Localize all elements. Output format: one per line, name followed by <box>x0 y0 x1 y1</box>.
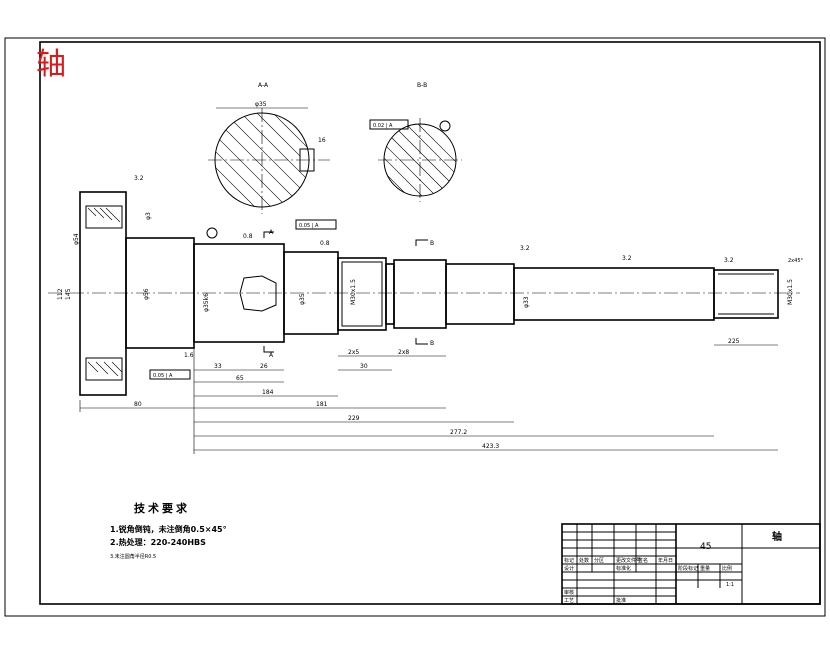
svg-text:工艺: 工艺 <box>564 598 574 604</box>
svg-text:145: 145 <box>65 288 72 300</box>
svg-text:1.6: 1.6 <box>184 352 194 359</box>
keyway-slot <box>239 275 277 312</box>
svg-text:229: 229 <box>348 415 360 422</box>
svg-text:B: B <box>430 340 434 347</box>
material: 45 <box>700 542 711 552</box>
svg-text:112: 112 <box>57 288 64 300</box>
shaft-elevation: 145 112 φ54 φ3 φ56 φ35k6 φ35 M30x1.5 φ33… <box>48 175 804 454</box>
tol-frame-2 <box>149 369 191 380</box>
note-3: 3.未注圆角半径R0.5 <box>110 553 156 560</box>
svg-text:30: 30 <box>360 363 368 370</box>
svg-text:设计: 设计 <box>564 565 574 572</box>
title-block: 45 轴 阶段标记 重量 比例 1:1 标记 处数 分区 更改文件号 签名 年月… <box>561 523 821 605</box>
svg-text:M30x1.5: M30x1.5 <box>350 279 357 305</box>
corner-title: 轴 <box>36 47 66 82</box>
svg-text:3.2: 3.2 <box>724 257 734 264</box>
svg-text:3.2: 3.2 <box>134 175 144 182</box>
svg-text:26: 26 <box>260 363 268 370</box>
svg-text:φ54: φ54 <box>73 233 80 245</box>
svg-text:标记: 标记 <box>564 557 574 564</box>
notes-title: 技术要求 <box>134 501 190 515</box>
svg-text:处数: 处数 <box>579 557 589 564</box>
svg-text:181: 181 <box>316 401 328 408</box>
technical-notes: 技术要求 1.锐角倒钝，未注倒角0.5×45° 2.热处理：220-240HBS… <box>110 501 227 560</box>
svg-text:0.02 | A: 0.02 | A <box>373 123 393 129</box>
segment-7 <box>513 267 715 321</box>
svg-text:277.2: 277.2 <box>450 429 467 436</box>
note-2: 2.热处理：220-240HBS <box>110 537 206 547</box>
svg-text:重量: 重量 <box>700 565 710 572</box>
section-b-b: B-B 0.02 | A <box>369 82 462 202</box>
svg-text:3.2: 3.2 <box>520 245 530 252</box>
tol-frame-1 <box>295 219 337 230</box>
svg-text:184: 184 <box>262 389 274 396</box>
svg-text:分区: 分区 <box>594 557 604 564</box>
svg-text:2x5: 2x5 <box>348 349 359 356</box>
svg-text:423.3: 423.3 <box>482 443 499 450</box>
svg-text:M30x1.5: M30x1.5 <box>787 279 794 305</box>
section-a-label: A-A <box>258 82 269 89</box>
part-name: 轴 <box>772 530 782 543</box>
segment-4 <box>337 257 387 331</box>
svg-text:φ35: φ35 <box>299 293 306 305</box>
dim-16: 16 <box>318 137 326 144</box>
svg-text:0.8: 0.8 <box>243 233 253 240</box>
inner-frame <box>39 41 821 605</box>
svg-text:φ35k6: φ35k6 <box>203 293 210 312</box>
svg-text:225: 225 <box>728 338 740 345</box>
outer-border <box>4 37 826 617</box>
svg-text:年月日: 年月日 <box>658 557 673 564</box>
segment-6 <box>445 263 515 325</box>
svg-text:标准化: 标准化 <box>616 565 631 572</box>
svg-text:φ3: φ3 <box>145 212 152 220</box>
dim-phi35: φ35 <box>255 101 267 108</box>
svg-text:3.2: 3.2 <box>622 255 632 262</box>
svg-text:批准: 批准 <box>616 597 626 604</box>
svg-text:审核: 审核 <box>564 589 574 596</box>
svg-text:比例: 比例 <box>722 565 732 572</box>
svg-text:2x8: 2x8 <box>398 349 409 356</box>
svg-text:签名: 签名 <box>638 557 648 564</box>
svg-text:B: B <box>430 240 434 247</box>
scale: 1:1 <box>726 582 734 588</box>
svg-text:更改文件号: 更改文件号 <box>616 557 641 564</box>
section-a-a: A-A φ35 16 <box>208 82 330 214</box>
note-1: 1.锐角倒钝，未注倒角0.5×45° <box>110 524 227 534</box>
svg-text:33: 33 <box>214 363 222 370</box>
segment-5 <box>393 259 447 329</box>
svg-text:φ33: φ33 <box>523 296 530 308</box>
svg-text:φ56: φ56 <box>143 288 150 300</box>
svg-text:A: A <box>269 352 274 359</box>
tol-frame-b <box>369 119 409 130</box>
svg-text:0.8: 0.8 <box>320 240 330 247</box>
flange <box>79 191 127 396</box>
svg-text:80: 80 <box>134 401 142 408</box>
segment-thread <box>713 269 779 319</box>
svg-text:2x45°: 2x45° <box>788 258 804 264</box>
svg-text:0.05 | A: 0.05 | A <box>299 223 319 229</box>
svg-text:0.05 | A: 0.05 | A <box>153 373 173 379</box>
svg-text:阶段标记: 阶段标记 <box>678 565 698 572</box>
section-b-label: B-B <box>417 82 427 89</box>
svg-text:65: 65 <box>236 375 244 382</box>
